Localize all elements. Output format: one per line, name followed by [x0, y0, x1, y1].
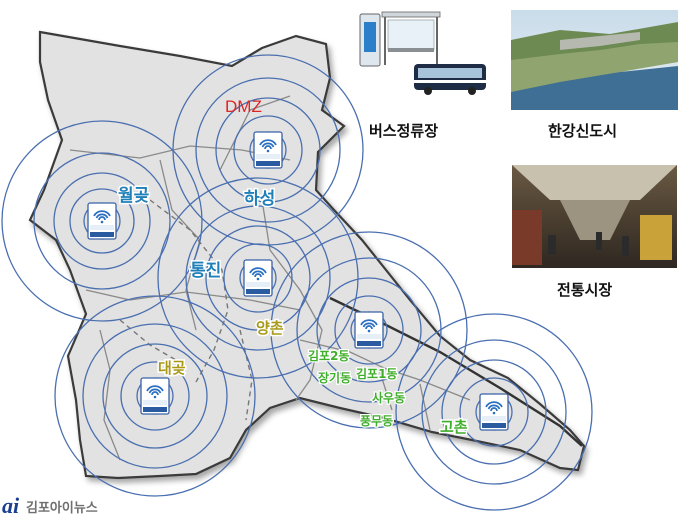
coverage-ring-tongjin	[157, 177, 359, 379]
label-gimpo1: 김포1동	[356, 366, 397, 381]
public-wifi-icon	[87, 202, 117, 240]
label-janggi: 장기동	[318, 370, 351, 385]
public-wifi-icon	[243, 259, 273, 297]
region-shape	[28, 30, 586, 480]
coverage-ring-wolgot	[1, 120, 203, 322]
watermark-mark: ai	[2, 493, 20, 518]
gimpo-region	[28, 30, 586, 480]
coverage-ring-daegot	[82, 323, 228, 469]
coverage-ring-daegot	[102, 343, 208, 449]
coverage-ring-dmz	[233, 115, 303, 185]
coverage-ring-dmz	[195, 77, 341, 223]
coverage-ring-wolgot	[69, 188, 135, 254]
market-photo	[512, 165, 677, 268]
label-sau: 사우동	[372, 390, 405, 405]
coverage-ring-gimpo	[270, 231, 468, 429]
bus-stop-illustration	[359, 11, 486, 95]
label-gimpo2: 김포2동	[308, 348, 349, 363]
label-pungmu: 풍무동	[360, 414, 393, 428]
label-dmz: DMZ	[225, 97, 262, 116]
public-wifi-icon	[354, 311, 384, 349]
coverage-ring-gochon	[395, 313, 593, 511]
label-yangchon: 양촌	[256, 319, 284, 337]
coverage-rings	[1, 54, 593, 511]
watermark-name: 김포아이뉴스	[26, 500, 98, 516]
caption-hangang: 한강신도시	[548, 122, 617, 140]
coverage-ring-wolgot	[53, 172, 151, 270]
caption-bus-stop: 버스정류장	[369, 122, 438, 140]
coverage-ring-wolgot	[33, 152, 171, 290]
coverage-ring-tongjin	[223, 243, 293, 313]
public-wifi-icon	[479, 393, 509, 431]
caption-market: 전통시장	[557, 281, 612, 299]
place-labels: DMZ 월곶 하성 통진 양촌 대곶 김포2동 장기동 김포1동 사우동 풍무동…	[117, 97, 470, 438]
watermark-logo: ai 김포아이뉴스	[2, 493, 99, 518]
label-gochon: 고촌	[440, 418, 468, 436]
coverage-ring-gochon	[421, 339, 567, 485]
coverage-ring-gochon	[459, 377, 529, 447]
coverage-ring-daegot	[54, 295, 256, 497]
hangang-photo	[511, 10, 678, 110]
coverage-ring-gimpo	[334, 295, 404, 365]
public-wifi-icon	[253, 131, 283, 169]
public-wifi-icon	[140, 377, 170, 415]
label-haseong: 하성	[244, 189, 275, 209]
coverage-ring-tongjin	[205, 225, 311, 331]
coverage-ring-gochon	[441, 359, 547, 465]
coverage-ring-dmz	[215, 97, 321, 203]
coverage-ring-daegot	[120, 361, 190, 431]
coverage-ring-tongjin	[185, 205, 331, 351]
coverage-ring-gimpo	[316, 277, 422, 383]
label-tongjin: 통진	[190, 261, 221, 281]
label-daegot: 대곶	[158, 359, 186, 377]
label-wolgot: 월곶	[118, 186, 150, 206]
